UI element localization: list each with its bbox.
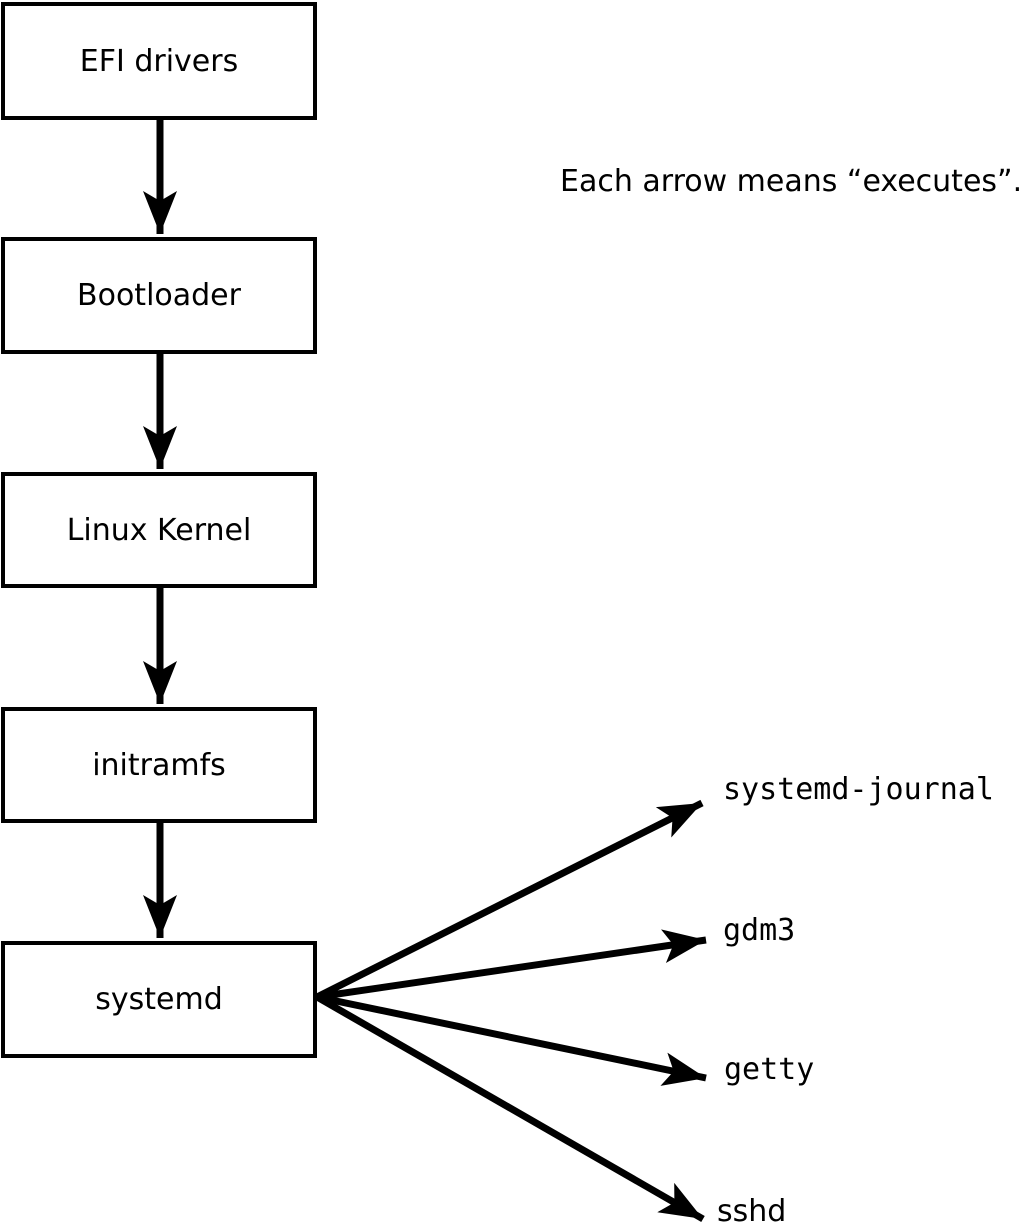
arrow-systemd-to-journal [315, 799, 704, 1001]
target-label-getty: getty [724, 1052, 815, 1087]
box-bootloader: Bootloader [1, 237, 317, 354]
arrow-systemd-to-gdm3 [316, 929, 707, 1001]
box-label-initramfs: initramfs [92, 747, 226, 783]
target-label-systemd-journal: systemd-journal [723, 772, 994, 807]
box-label-systemd: systemd [95, 982, 223, 1017]
target-label-gdm3: gdm3 [723, 913, 796, 948]
box-initramfs: initramfs [1, 707, 317, 823]
box-systemd: systemd [1, 941, 317, 1058]
arrow-legend-annotation: Each arrow means “executes”. [560, 164, 1023, 199]
box-linux-kernel: Linux Kernel [1, 472, 317, 588]
box-label-efi-drivers: EFI drivers [79, 43, 239, 79]
box-label-linux-kernel: Linux Kernel [66, 512, 252, 548]
box-label-bootloader: Bootloader [77, 278, 241, 313]
arrow-systemd-to-getty [316, 993, 707, 1086]
box-efi-drivers: EFI drivers [1, 2, 317, 120]
target-label-sshd: sshd [717, 1194, 787, 1229]
arrow-systemd-to-sshd [315, 993, 705, 1223]
